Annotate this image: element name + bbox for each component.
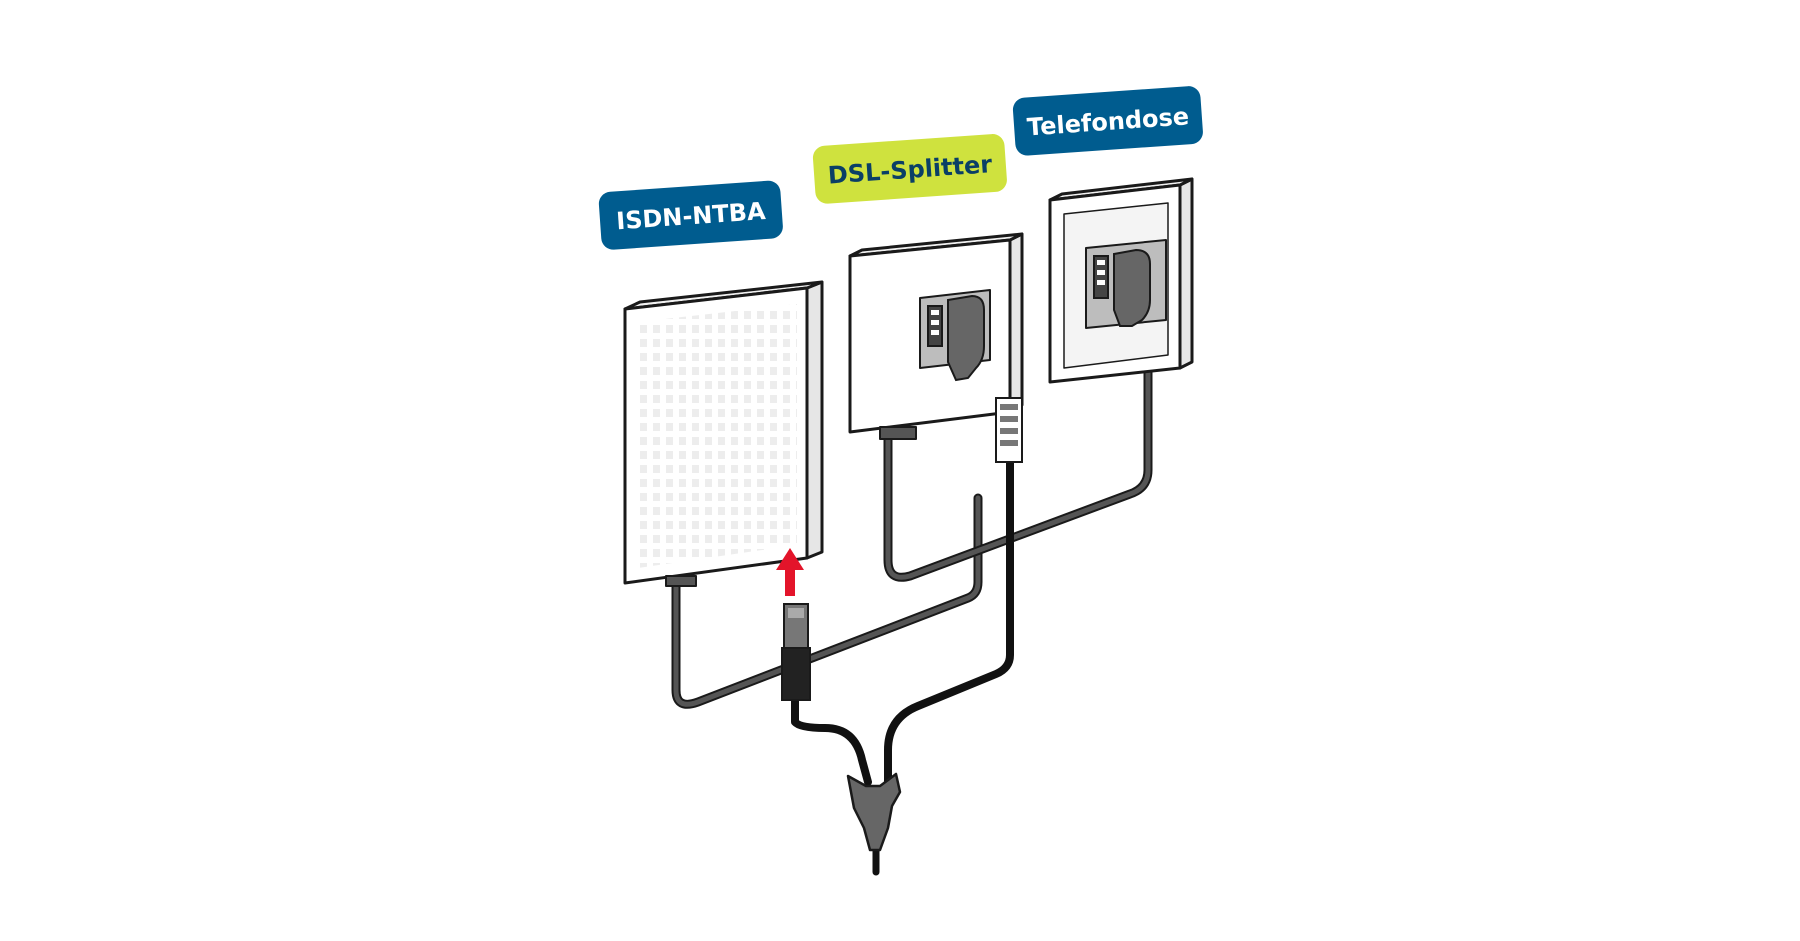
dsl-cable — [884, 451, 1014, 789]
label-socket: Telefondose — [1012, 86, 1203, 156]
cables — [671, 317, 1153, 876]
red-arrow-up-icon — [776, 548, 804, 596]
splitter-tae-plug-icon — [927, 294, 985, 382]
y-cable-adapter-icon — [846, 772, 902, 852]
label-splitter: DSL-Splitter — [812, 134, 1007, 204]
socket-tae-plug-icon — [1093, 248, 1151, 327]
lan-cable — [791, 694, 872, 786]
isdn-ntba-device — [623, 280, 824, 587]
rj45-plug-icon — [781, 603, 811, 701]
splitter-rj45-plug-icon — [995, 397, 1023, 463]
label-ntba: ISDN-NTBA — [598, 180, 783, 250]
